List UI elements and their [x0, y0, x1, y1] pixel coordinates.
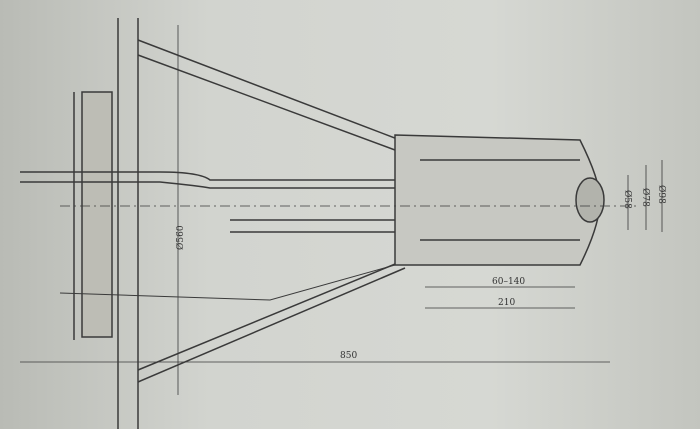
pole	[117, 18, 139, 429]
dim-dia-58: Ø58	[622, 190, 633, 209]
dim-outer-diameter: Ø560	[175, 225, 186, 250]
insulator-plate	[81, 91, 113, 338]
dim-60-140: 60–140	[492, 277, 525, 287]
dim-dia-78: Ø78	[640, 188, 651, 207]
dim-dia-98: Ø98	[656, 185, 667, 204]
cable-tube-upper	[20, 171, 420, 189]
upper-strut	[137, 39, 401, 151]
dim-850: 850	[340, 351, 357, 361]
housing	[394, 134, 601, 266]
cable-tube-lower	[230, 219, 420, 233]
lower-strut	[137, 261, 406, 383]
dim-210: 210	[498, 298, 515, 308]
